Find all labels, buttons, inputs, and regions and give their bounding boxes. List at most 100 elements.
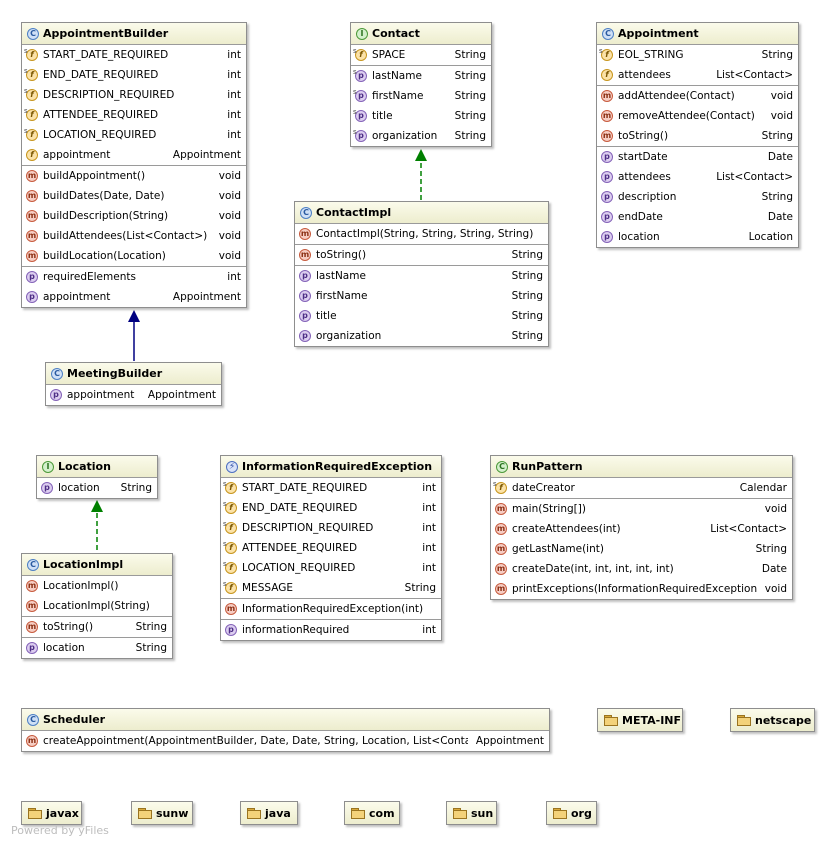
- class-icon: C: [27, 27, 39, 40]
- package-java[interactable]: java: [240, 801, 298, 825]
- package-com[interactable]: com: [344, 801, 400, 825]
- method-icon: m: [299, 249, 311, 261]
- class-title: InformationRequiredException: [242, 460, 433, 473]
- interface-icon: I: [42, 460, 54, 473]
- method-icon: m: [299, 228, 311, 240]
- property-icon: p: [601, 151, 613, 163]
- static-property-icon: p: [353, 106, 367, 122]
- package-javax[interactable]: javax: [21, 801, 82, 825]
- static-field-icon: f: [223, 478, 237, 494]
- static-field-row[interactable]: fMESSAGEString: [221, 578, 441, 598]
- package-label: sun: [471, 806, 494, 820]
- package-org[interactable]: org: [546, 801, 597, 825]
- method-icon: m: [225, 603, 237, 615]
- static-property-icon: p: [353, 66, 367, 82]
- property-icon: p: [26, 642, 38, 654]
- method-icon: m: [601, 90, 613, 102]
- static-field-icon: f: [24, 65, 38, 81]
- package-netscape[interactable]: netscape: [730, 708, 815, 732]
- class-title: Scheduler: [43, 713, 106, 726]
- property-icon: p: [299, 290, 311, 302]
- method-icon: m: [26, 190, 38, 202]
- property-icon: p: [50, 389, 62, 401]
- package-sunw[interactable]: sunw: [131, 801, 193, 825]
- static-field-row[interactable]: fSPACEString: [351, 45, 491, 65]
- class-appointmentbuilder[interactable]: C AppointmentBuilder fSTART_DATE_REQUIRE…: [21, 22, 247, 308]
- class-header: I Location: [37, 456, 157, 478]
- static-field-icon: f: [223, 518, 237, 534]
- method-icon: m: [26, 621, 38, 633]
- class-runpattern[interactable]: C RunPattern fdateCreatorCalendar mmain(…: [490, 455, 793, 600]
- folder-icon: [553, 807, 567, 819]
- class-informationrequiredexception[interactable]: ⚡ InformationRequiredException fSTART_DA…: [220, 455, 442, 641]
- package-meta-inf[interactable]: META-INF: [597, 708, 683, 732]
- package-label: META-INF: [622, 713, 682, 727]
- package-sun[interactable]: sun: [446, 801, 497, 825]
- interface-icon: I: [356, 27, 368, 40]
- static-field-row[interactable]: fdateCreatorCalendar: [491, 478, 792, 498]
- folder-icon: [351, 807, 365, 819]
- static-field-icon: f: [223, 558, 237, 574]
- class-header: C RunPattern: [491, 456, 792, 478]
